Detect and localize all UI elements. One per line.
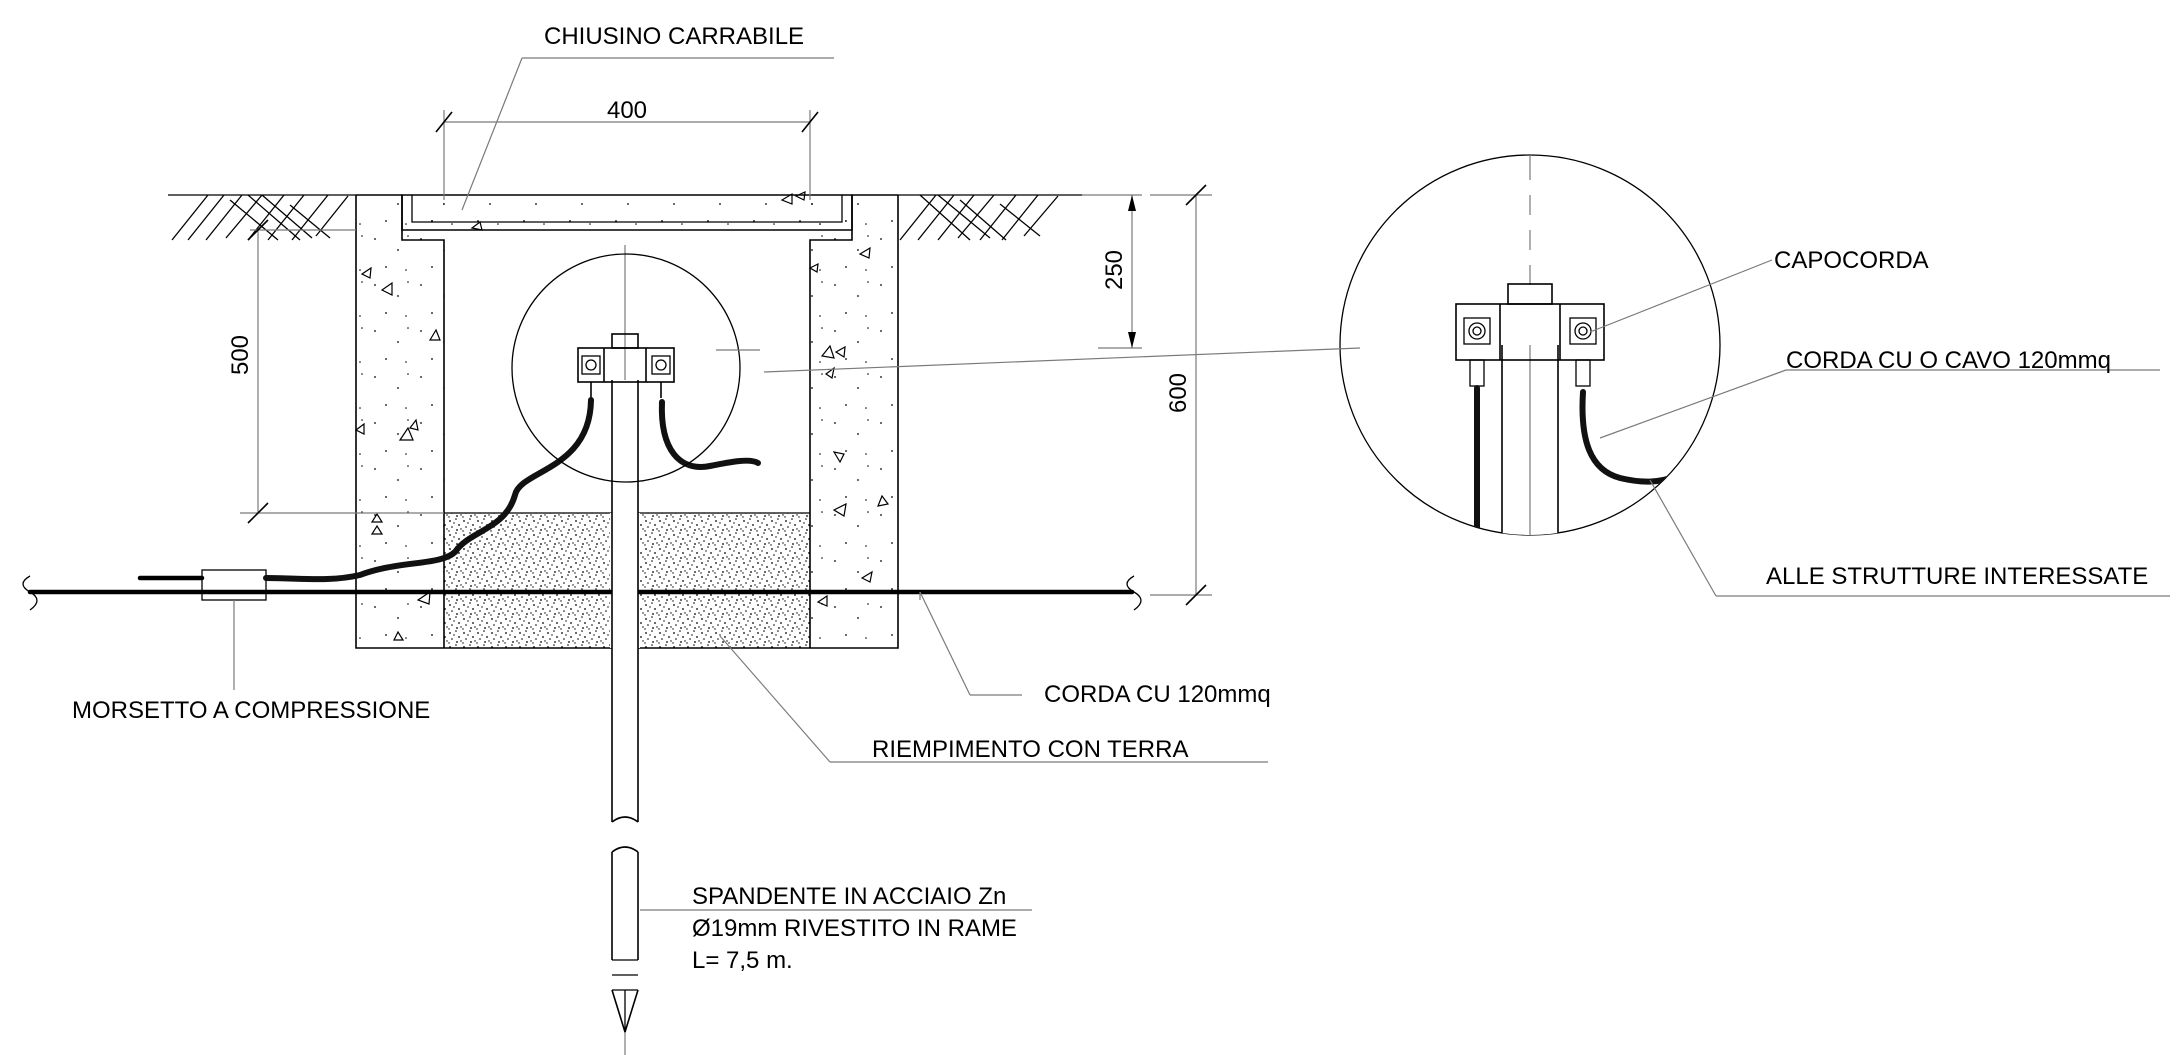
- label-corda-cu: CORDA CU 120mmq: [1044, 681, 1271, 708]
- ground-rod: [611, 245, 639, 1055]
- label-corda-cavo: CORDA CU O CAVO 120mmq: [1786, 347, 2111, 374]
- compression-clamp: [137, 569, 267, 601]
- dimension-250: 250: [1082, 194, 1142, 349]
- label-chiusino: CHIUSINO CARRABILE: [544, 23, 804, 50]
- label-spandente-line1: SPANDENTE IN ACCIAIO Zn: [692, 883, 1006, 910]
- label-spandente-line2: Ø19mm RIVESTITO IN RAME: [692, 915, 1017, 942]
- concrete-aggregate: [354, 246, 890, 641]
- soil-hatch-right: [899, 194, 1059, 241]
- soil-hatch-left: [171, 194, 349, 241]
- rod-clamp: [263, 333, 761, 583]
- dim-400-text: 400: [607, 97, 647, 124]
- label-morsetto: MORSETTO A COMPRESSIONE: [72, 697, 430, 724]
- detail-reference-circle: [511, 253, 741, 483]
- dim-250-text: 250: [1101, 250, 1128, 290]
- dimension-400: 400: [435, 97, 819, 200]
- label-capocorda: CAPOCORDA: [1774, 247, 1929, 274]
- label-riempimento: RIEMPIMENTO CON TERRA: [872, 736, 1188, 763]
- dim-500-text: 500: [227, 335, 254, 375]
- label-spandente-line3: L= 7,5 m.: [692, 947, 793, 974]
- manhole-cover: [401, 191, 853, 231]
- dim-600-text: 600: [1165, 373, 1192, 413]
- label-alle-strutture: ALLE STRUTTURE INTERESSATE: [1766, 563, 2148, 590]
- dimension-600: 600: [1150, 184, 1212, 606]
- detail-view: [1339, 154, 1721, 536]
- dimension-500: 500: [227, 219, 444, 524]
- leader-lines: [233, 57, 2170, 911]
